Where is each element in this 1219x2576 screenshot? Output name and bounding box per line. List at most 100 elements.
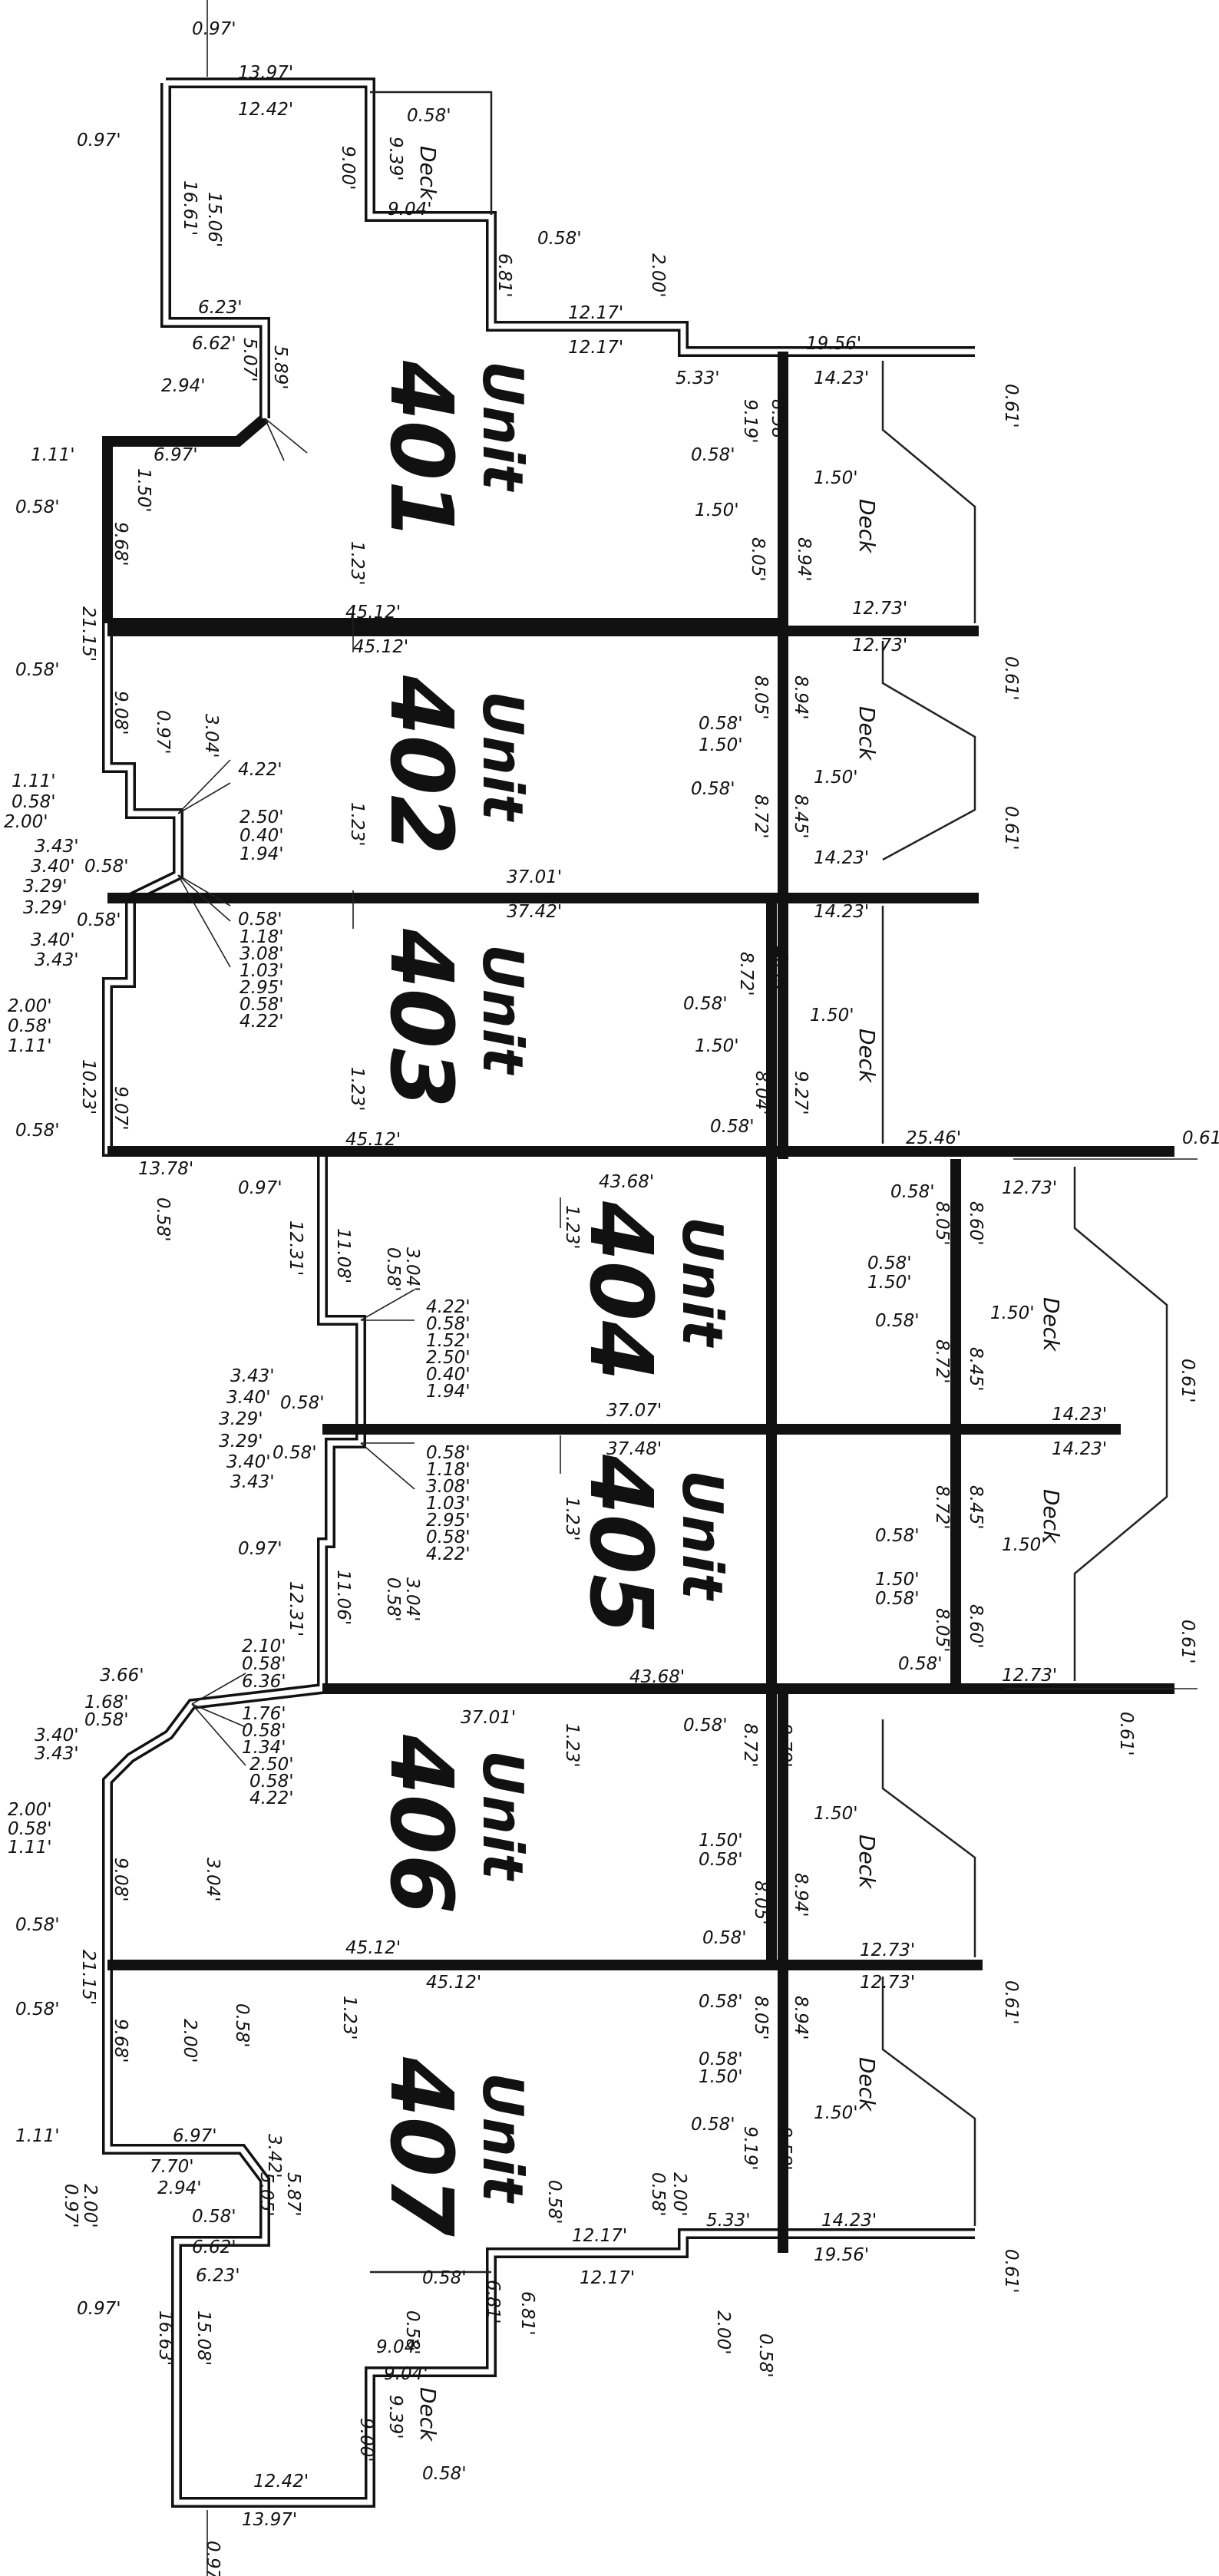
dim-12.73-401: 12.73' [852, 599, 907, 619]
dim-0.58-405c: 0.58' [426, 1527, 471, 1547]
dim-14.23-401: 14.23' [814, 368, 869, 388]
dim-1.23-404: 1.23' [562, 1205, 582, 1250]
dim-1.23-402: 1.23' [347, 802, 367, 847]
dim-4.22-406: 4.22' [249, 1788, 294, 1808]
dim-8.05-407: 8.05' [751, 1996, 771, 2040]
dim-6.97-407: 6.97' [173, 2126, 217, 2146]
dim-0.58-top: 0.58' [407, 106, 451, 126]
dim-3.04-406: 3.04' [203, 1858, 223, 1902]
unit-402-number: 402 [371, 675, 471, 855]
dim-21.15-bottom: 21.15' [78, 1950, 98, 2005]
dim-13.97-bottom: 13.97' [242, 2510, 297, 2530]
dim-0.58-407j: 0.58' [402, 2310, 422, 2355]
dim-0.58-407b: 0.58' [232, 2003, 252, 2048]
dim-8.94-401: 8.94' [794, 537, 814, 582]
dim-0.58-406h: 0.58' [702, 1928, 747, 1948]
dim-4.22-402: 4.22' [238, 760, 282, 780]
dimension-labels: 0.97' 13.97' 12.42' 0.58' 0.97' 16.61' 1… [4, 19, 1219, 2576]
dim-0.58-402c: 0.58' [84, 857, 129, 877]
dim-3.29-405: 3.29' [219, 1432, 263, 1451]
dim-1.50-403b: 1.50' [695, 1036, 739, 1056]
dim-1.50-406b: 1.50' [699, 1831, 743, 1851]
dim-12.73-407: 12.73' [860, 1973, 915, 1993]
dim-3.40-404: 3.40' [226, 1388, 271, 1408]
dim-0.61-405b: 0.61' [1116, 1712, 1136, 1756]
dim-8.05-406: 8.05' [751, 1881, 771, 1925]
dim-0.58-405f: 0.58' [383, 1577, 403, 1622]
dim-2.10-406: 2.10' [242, 1636, 286, 1656]
dim-4.22-403: 4.22' [240, 1012, 284, 1032]
dim-0.58-403c: 0.58' [240, 995, 284, 1015]
dim-9.04-407: 9.04' [376, 2337, 421, 2357]
dim-11.06-405: 11.06' [333, 1570, 353, 1625]
dim-8.45-404: 8.45' [966, 1347, 986, 1392]
dim-14.23-402: 14.23' [814, 848, 869, 868]
dim-37.01-406: 37.01' [461, 1708, 516, 1728]
dim-8.72-406: 8.72' [740, 1723, 760, 1768]
dim-45.12-407: 45.12' [426, 1973, 481, 1993]
dim-8.72-403: 8.72' [736, 952, 756, 996]
unit-402-word: Unit [471, 691, 535, 822]
dim-8.05-404: 8.05' [932, 1201, 952, 1246]
dim-9.68-407: 9.68' [111, 2019, 130, 2063]
dim-9.00-top: 9.00' [338, 146, 358, 190]
dim-3.08-405: 3.08' [426, 1477, 471, 1497]
dim-0.58-404g: 0.58' [280, 1393, 325, 1413]
dim-0.58-406b: 0.58' [84, 1710, 129, 1730]
dim-6.36-406: 6.36' [242, 1672, 286, 1692]
dim-0.58-402e: 0.58' [691, 779, 735, 799]
dim-5.33-top: 5.33' [676, 368, 720, 388]
dim-0.58-left-402: 0.58' [15, 660, 60, 680]
dim-0.58-403b: 0.58' [238, 910, 282, 930]
dim-12.73-405: 12.73' [1002, 1666, 1057, 1686]
dim-43.68-405: 43.68' [629, 1667, 685, 1687]
dim-3.40-406: 3.40' [35, 1726, 79, 1745]
dim-1.52-404: 1.52' [426, 1331, 471, 1351]
dim-0.97-404: 0.97' [238, 1178, 282, 1198]
dim-9.08-406: 9.08' [111, 1858, 130, 1902]
dim-3.66-406: 3.66' [100, 1666, 144, 1686]
dim-0.58-404d: 0.58' [867, 1253, 912, 1273]
dim-0.97-bottom: 0.97' [77, 2299, 121, 2319]
deck-labels: Deck Deck Deck Deck Deck Deck Deck Deck … [415, 146, 1064, 2442]
dim-0.40-404: 0.40' [426, 1365, 471, 1385]
dim-45.12-401: 45.12' [345, 603, 401, 623]
deck-label-407: Deck [854, 2057, 880, 2112]
dim-12.73-404: 12.73' [1002, 1178, 1057, 1198]
dim-15.08-bottom: 15.08' [193, 2310, 213, 2366]
dim-0.58-mid1: 0.58' [691, 445, 735, 465]
dim-0.58-402d: 0.58' [699, 714, 743, 734]
dim-1.03-403: 1.03' [240, 961, 284, 981]
dim-0.58-403f: 0.58' [710, 1117, 755, 1137]
dim-2.00-407c: 2.00' [669, 2172, 689, 2217]
dim-9.04-407b: 9.04' [384, 2364, 428, 2384]
dim-11.08-404: 11.08' [333, 1228, 353, 1283]
unit-406-number: 406 [371, 1734, 471, 1914]
dim-1.50-402b: 1.50' [814, 768, 858, 788]
dim-3.40-402: 3.40' [31, 857, 75, 877]
dim-45.12-403: 45.12' [345, 1130, 401, 1150]
deck-label-402: Deck [854, 706, 880, 761]
dim-0.97-402: 0.97' [153, 710, 173, 755]
unit-404-word: Unit [670, 1217, 735, 1348]
dim-0.58-406c: 0.58' [242, 1721, 286, 1741]
dim-2.00-407: 2.00' [180, 2019, 200, 2063]
dim-1.23-405: 1.23' [562, 1497, 582, 1541]
dim-9.19-407: 9.19' [740, 2126, 760, 2171]
dim-37.07-404: 37.07' [606, 1401, 662, 1421]
dim-6.23-top: 6.23' [198, 298, 243, 318]
dim-19.56-top: 19.56' [806, 334, 861, 354]
unit-407-word: Unit [471, 2072, 535, 2204]
dim-1.50-406: 1.50' [814, 1804, 858, 1824]
dim-9.68-top: 9.68' [111, 522, 130, 566]
dim-0.61-402b: 0.61' [1001, 806, 1021, 850]
dim-6.81-407: 6.81' [483, 2280, 503, 2324]
dim-0.58-left-top: 0.58' [15, 497, 60, 517]
dim-0.61-405: 0.61' [1178, 1620, 1198, 1664]
dim-top-0.97: 0.97' [192, 19, 236, 39]
dim-2.95-405: 2.95' [426, 1511, 471, 1531]
dim-6.81-407b: 6.81' [517, 2291, 537, 2336]
dim-2.50-404: 2.50' [426, 1348, 471, 1368]
dim-2.00-403: 2.00' [8, 996, 52, 1016]
dim-0.61-403: 0.61' [1182, 1128, 1219, 1148]
